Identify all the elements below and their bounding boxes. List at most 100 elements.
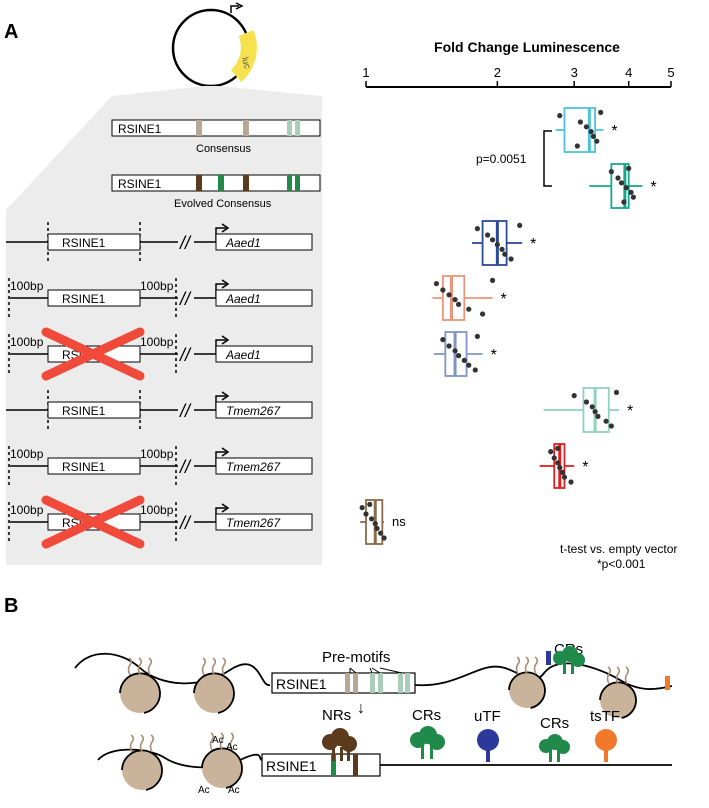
- data-point: [489, 237, 496, 243]
- box: [563, 107, 597, 153]
- data-point: [367, 501, 373, 507]
- tstf-factor: [595, 729, 617, 762]
- cr-complex-top: [553, 646, 585, 674]
- data-point: [359, 505, 365, 511]
- rsine1-label: RSINE1: [62, 404, 106, 418]
- data-point: [589, 404, 595, 410]
- gene-label: Tmem267: [226, 404, 281, 418]
- data-point: [466, 306, 472, 312]
- data-point: [598, 109, 604, 115]
- utf-site: [546, 651, 551, 665]
- premotif-pointers: [349, 667, 403, 674]
- nucleosome: [508, 656, 546, 709]
- tstf-label: tsTF: [590, 708, 620, 725]
- data-point: [489, 277, 496, 283]
- data-point: [559, 469, 566, 475]
- utf-label: uTF: [474, 708, 501, 725]
- break-mark: //: [178, 457, 192, 477]
- data-point: [455, 353, 462, 359]
- data-point: [626, 165, 632, 171]
- data-point: [630, 194, 636, 200]
- data-point: [452, 348, 458, 354]
- data-point: [595, 413, 601, 419]
- significance-marker: *: [611, 123, 617, 140]
- nucleosome: [201, 732, 243, 789]
- rsine1-label: RSINE1: [62, 292, 106, 306]
- break-mark: //: [178, 401, 192, 421]
- break-mark: //: [178, 345, 192, 365]
- data-point: [508, 256, 514, 262]
- data-point: [623, 185, 629, 191]
- data-point: [517, 222, 523, 228]
- acetyl-marks: Ac Ac Ac Ac: [198, 735, 240, 796]
- flank-label-right: 100bp: [140, 279, 174, 293]
- pvalue-bracket: p=0.0051: [476, 130, 552, 187]
- break-mark: //: [178, 233, 192, 253]
- data-point: [551, 455, 557, 461]
- significance-marker: *: [627, 403, 633, 420]
- flank-label-right: 100bp: [140, 335, 174, 349]
- data-point: [568, 479, 574, 485]
- transition-arrow: ↓: [357, 700, 365, 717]
- significance-marker: *: [491, 347, 497, 364]
- data-point: [474, 333, 480, 339]
- panel-a-label: A: [4, 21, 18, 43]
- data-point: [369, 516, 375, 522]
- data-point: [455, 301, 462, 307]
- data-point: [557, 465, 563, 471]
- svg-text:Ac: Ac: [228, 785, 240, 796]
- data-point: [561, 474, 568, 480]
- nucleosome: [121, 734, 163, 791]
- gene-label: Aaed1: [225, 236, 261, 250]
- data-point: [577, 119, 584, 125]
- svg-text:Ac: Ac: [226, 742, 238, 753]
- flank-label-left: 100bp: [10, 335, 44, 349]
- legend-line-1: t-test vs. empty vector: [560, 542, 677, 556]
- crs-label-bottom: CRs: [412, 707, 441, 724]
- data-point: [440, 287, 446, 293]
- tick-label: 2: [494, 65, 501, 80]
- legend-line-2: *p<0.001: [597, 557, 646, 571]
- box: [610, 163, 630, 209]
- rsine1-label: RSINE1: [62, 460, 106, 474]
- svg-text:RSINE1: RSINE1: [118, 177, 162, 191]
- data-point: [590, 133, 597, 139]
- data-point: [479, 311, 486, 317]
- boxplot-4: *: [432, 275, 507, 321]
- break-mark: //: [178, 289, 192, 309]
- data-point: [594, 138, 600, 144]
- construct-row: RSINE1//Aaed1: [6, 222, 313, 262]
- data-point: [615, 175, 621, 181]
- tick-label: 4: [625, 65, 632, 80]
- box: [481, 220, 508, 266]
- premotifs-label: Pre-motifs: [322, 649, 390, 666]
- nucleosome: [599, 666, 637, 719]
- svg-text:RSINE1: RSINE1: [266, 758, 317, 774]
- gene-label: Tmem267: [226, 460, 281, 474]
- flank-label-left: 100bp: [10, 503, 44, 517]
- significance-marker: *: [501, 291, 507, 308]
- gene-label: Aaed1: [225, 292, 261, 306]
- data-point: [466, 362, 472, 368]
- panel-b-top: RSINE1 Pre-motifs CRs: [74, 641, 673, 719]
- data-point: [557, 113, 563, 119]
- svg-text:Ac: Ac: [198, 785, 210, 796]
- cr-complex-bottom-1: [410, 726, 445, 759]
- panel-b-label: B: [4, 595, 18, 617]
- boxplot-1: *: [555, 107, 618, 153]
- data-point: [571, 393, 577, 399]
- data-point: [583, 399, 590, 405]
- flank-label-right: 100bp: [140, 447, 174, 461]
- significance-marker: *: [650, 179, 656, 196]
- boxplot-7: *: [539, 443, 588, 489]
- deletion-x-icon: [41, 495, 145, 549]
- deletion-x-icon: [41, 327, 145, 381]
- data-point: [628, 189, 634, 195]
- data-point: [621, 199, 627, 205]
